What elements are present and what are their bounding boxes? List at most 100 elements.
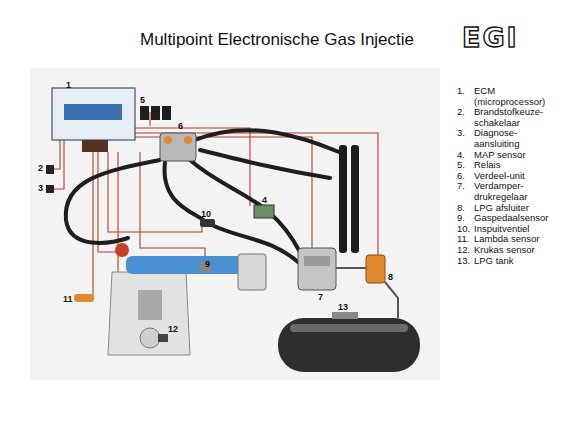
key-number: 8. (457, 203, 474, 214)
fitting (184, 136, 192, 144)
diagram-title: Multipoint Electronische Gas Injectie (140, 30, 414, 50)
callout-number: 13 (338, 302, 348, 312)
pipe (339, 145, 347, 253)
key-number: 7. (457, 181, 474, 202)
callout-number: 5 (140, 95, 145, 105)
air-filter (238, 254, 266, 290)
pipe (336, 267, 366, 269)
key-number: 1. (457, 86, 474, 107)
vaporizer-cover (304, 256, 330, 266)
intake-manifold (126, 256, 248, 274)
key-text: Brandstofkeuze- schakelaar (474, 107, 558, 128)
key-text: Verdeel-unit (474, 171, 558, 182)
lpg-tank (278, 312, 420, 372)
key-text: LPG tank (474, 256, 558, 267)
key-number: 13. (457, 256, 474, 267)
hose (195, 130, 339, 152)
key-row: 8.LPG afsluiter (457, 203, 582, 214)
wire (140, 152, 205, 262)
wiring (54, 112, 378, 338)
key-row: 1.ECM (microprocessor) (457, 86, 582, 107)
tank-highlight (290, 324, 408, 332)
key-text: Inspuitventiel (474, 224, 558, 235)
logo-text: EGI (462, 22, 519, 53)
key-text: Gaspedaalsensor (474, 213, 558, 224)
key-row: 11.Lambda sensor (457, 234, 582, 245)
key-text: LPG afsluiter (474, 203, 558, 214)
background-panel (30, 68, 440, 380)
key-text: Krukas sensor (474, 245, 558, 256)
relay (162, 106, 171, 120)
key-number: 6. (457, 171, 474, 182)
wire (135, 128, 250, 206)
key-number: 5. (457, 160, 474, 171)
ecm-unit (52, 88, 135, 152)
wire (149, 112, 150, 126)
callout-number: 10 (201, 209, 211, 219)
distributor-unit (160, 133, 196, 161)
callout-number: 12 (168, 324, 178, 334)
key-row: 9.Gaspedaalsensor (457, 213, 582, 224)
tank-valve (332, 312, 358, 319)
relay (151, 106, 160, 120)
key-row: 5.Relais (457, 160, 582, 171)
switch-symbol (46, 165, 54, 174)
vaporizer-body (298, 248, 336, 290)
lambda-sensor (74, 294, 94, 302)
key-row: 10.Inspuitventiel (457, 224, 582, 235)
key-number: 3. (457, 128, 474, 149)
diagnose-plug (46, 185, 54, 193)
engine-block (108, 272, 190, 355)
hose (165, 162, 206, 222)
ecm-box (52, 88, 135, 140)
callout-number: 2 (38, 163, 43, 173)
key-number: 4. (457, 150, 474, 161)
fitting (164, 136, 172, 144)
key-number: 10. (457, 224, 474, 235)
wire (135, 133, 378, 256)
pipe (385, 282, 398, 318)
engine (74, 243, 266, 355)
key-row: 13.LPG tank (457, 256, 582, 267)
wire (54, 140, 64, 189)
key-number: 2. (457, 107, 474, 128)
relay (140, 106, 149, 120)
key-text: Diagnose- aansluiting (474, 128, 558, 149)
key-number: 9. (457, 213, 474, 224)
wire (108, 152, 202, 232)
callout-number: 7 (318, 292, 323, 302)
injector (200, 219, 215, 227)
key-row: 7.Verdamper- drukregelaar (457, 181, 582, 202)
callout-number: 3 (38, 183, 43, 193)
key-row: 12.Krukas sensor (457, 245, 582, 256)
pipe (351, 145, 359, 253)
key-row: 4.MAP sensor (457, 150, 582, 161)
hoses (66, 130, 339, 262)
ignition-cap (115, 243, 129, 257)
crankshaft (140, 328, 160, 348)
piston (138, 290, 162, 320)
callout-number: 11 (63, 294, 73, 304)
callout-number: 6 (178, 121, 183, 131)
hose (66, 160, 160, 243)
callout-number: 8 (388, 272, 393, 282)
map-sensor (254, 205, 274, 218)
wire (54, 140, 60, 169)
wire (84, 152, 93, 298)
key-row: 6.Verdeel-unit (457, 171, 582, 182)
crank-sensor (158, 334, 168, 342)
exhaust-pipes (339, 145, 359, 253)
key-list: 1.ECM (microprocessor)2.Brandstofkeuze- … (457, 86, 582, 266)
key-row: 3.Diagnose- aansluiting (457, 128, 582, 149)
key-row: 2.Brandstofkeuze- schakelaar (457, 107, 582, 128)
lpg-valve (366, 255, 385, 283)
unit-body (160, 133, 196, 161)
vaporizer (298, 248, 336, 290)
key-text: Lambda sensor (474, 234, 558, 245)
ecm-connector (82, 140, 108, 152)
relays (140, 106, 171, 120)
key-text: Relais (474, 160, 558, 171)
callout-number: 9 (205, 259, 210, 269)
key-number: 11. (457, 234, 474, 245)
